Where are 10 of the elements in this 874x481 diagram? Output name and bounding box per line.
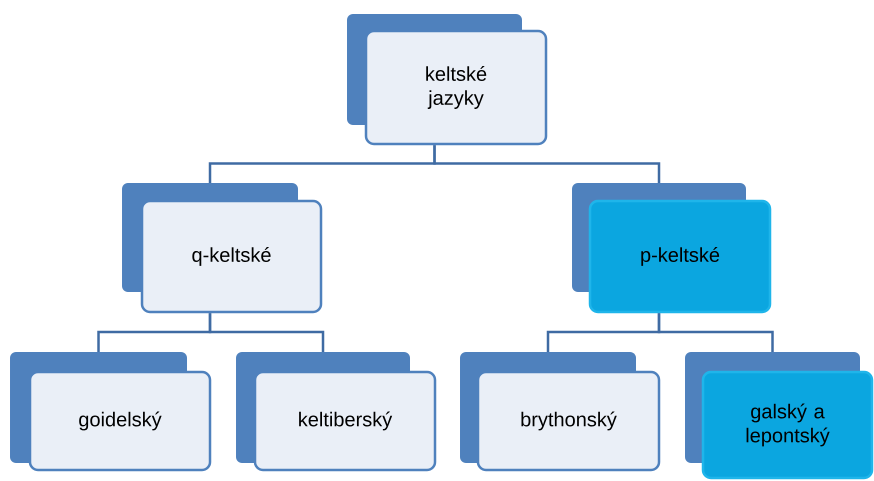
connector-line <box>658 313 774 352</box>
org-chart-box: keltiberský <box>236 352 436 472</box>
connector-line <box>433 145 660 183</box>
org-chart-box: galský a lepontský <box>685 352 874 480</box>
org-chart-box: p-keltské <box>572 183 772 314</box>
connector-line <box>208 313 324 352</box>
org-chart-box: brythonský <box>460 352 660 472</box>
org-chart-box: goidelský <box>10 352 212 472</box>
org-chart-box: keltské jazyky <box>347 14 548 146</box>
org-chart-box: q-keltské <box>122 183 322 314</box>
